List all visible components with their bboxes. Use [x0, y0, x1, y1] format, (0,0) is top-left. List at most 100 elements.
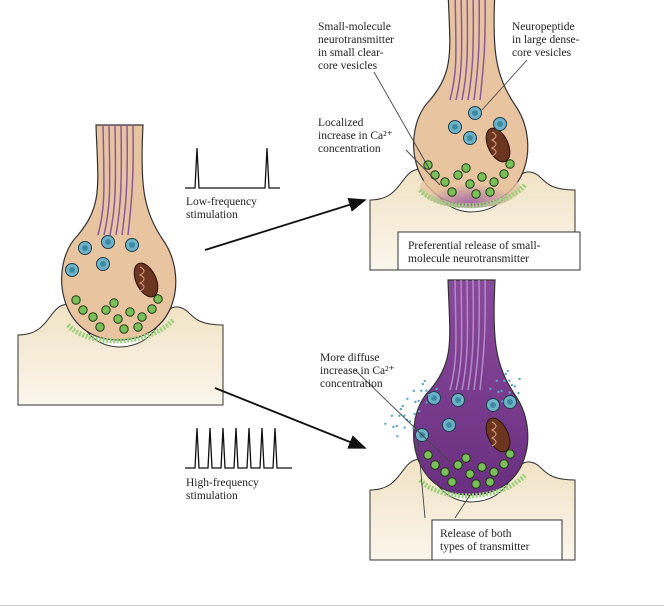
small-clear-core-vesicle	[447, 477, 457, 487]
small-clear-core-vesicle	[71, 295, 81, 305]
released-neuropeptide	[513, 385, 517, 388]
vesicle-core	[82, 245, 88, 251]
mitochondrion	[485, 127, 511, 163]
synaptic-cleft-transmitter	[418, 473, 527, 499]
small-molecule-label-line: neurotransmitter	[318, 34, 394, 46]
small-clear-core-vesicle	[485, 477, 495, 487]
released-neuropeptide	[406, 397, 409, 400]
release-label-box-top	[397, 231, 581, 271]
released-neuropeptide	[384, 422, 387, 425]
low-frequency-label-line: stimulation	[186, 209, 238, 221]
small-clear-core-vesicle	[477, 462, 487, 472]
small-clear-core-vesicle	[499, 169, 509, 179]
small-molecule-label-line: core vesicles	[318, 60, 378, 72]
neuropeptide-label-line: core vesicles	[512, 47, 572, 59]
microtubule	[127, 124, 134, 236]
low-frequency-label-line: Low-frequency	[186, 196, 257, 208]
neuropeptide-label-line: in large dense-	[512, 34, 580, 46]
small-clear-core-vesicle	[137, 312, 147, 322]
released-neuropeptide	[506, 369, 509, 373]
high-frequency-label-line: stimulation	[186, 490, 238, 502]
small-clear-core-vesicle	[453, 170, 463, 180]
presynaptic-terminal	[61, 124, 177, 341]
released-neuropeptide	[423, 379, 426, 383]
released-neuropeptide	[427, 393, 431, 397]
released-neuropeptide	[414, 400, 417, 404]
released-neuropeptide	[398, 414, 401, 417]
released-neuropeptide	[418, 410, 421, 413]
both-release-label-line: types of transmitter	[440, 541, 530, 553]
small-clear-core-vesicle	[453, 460, 463, 470]
small-clear-core-vesicle	[430, 460, 440, 470]
small-clear-core-vesicle	[461, 163, 471, 173]
mitochondrion-cristae	[138, 266, 145, 292]
localized-calcium-label-line: increase in Ca²⁺	[318, 130, 393, 142]
released-neuropeptide	[435, 387, 438, 391]
small-clear-core-vesicle	[147, 304, 157, 314]
small-molecule-label-line: in small clear-	[318, 47, 384, 59]
mitochondrion-cristae	[490, 131, 497, 157]
small-clear-core-vesicle	[465, 469, 475, 479]
localized-calcium-label-line: concentration	[318, 143, 381, 155]
diffuse-calcium-label-line: More diffuse	[320, 352, 380, 364]
released-neuropeptide	[421, 382, 424, 386]
released-neuropeptide	[504, 372, 507, 376]
vesicle-core	[497, 121, 503, 127]
released-neuropeptide	[508, 379, 511, 382]
microtubule	[115, 124, 123, 236]
small-clear-core-vesicle	[95, 322, 105, 332]
small-clear-core-vesicle	[113, 314, 123, 324]
small-clear-core-vesicle	[489, 177, 499, 187]
small-clear-core-vesicle	[471, 189, 481, 199]
released-neuropeptide	[401, 404, 404, 408]
released-neuropeptide	[395, 424, 398, 428]
small-clear-core-vesicle	[430, 170, 440, 180]
localized-calcium-label-line: Localized	[318, 117, 364, 129]
released-neuropeptide	[501, 400, 504, 403]
small-clear-core-vesicle	[109, 298, 119, 308]
small-clear-core-vesicle	[465, 179, 475, 189]
synaptic-cleft-transmitter	[66, 318, 175, 344]
high-frequency-label-line: High-frequency	[186, 477, 259, 489]
microtubule	[473, 0, 481, 101]
microtubule	[449, 0, 457, 101]
released-neuropeptide	[434, 401, 437, 405]
released-neuropeptide	[489, 387, 492, 390]
released-neuropeptide	[417, 399, 420, 403]
small-clear-core-vesicle	[119, 324, 129, 334]
leader-line	[405, 149, 441, 186]
small-clear-core-vesicle	[505, 159, 515, 169]
microtubule	[455, 279, 463, 391]
small-clear-core-vesicle	[447, 187, 457, 197]
small-clear-core-vesicle	[505, 449, 515, 459]
vesicle-core	[452, 124, 458, 130]
released-neuropeptide	[408, 420, 412, 423]
small-molecule-label-line: Small-molecule	[318, 21, 391, 33]
small-clear-core-vesicle	[78, 305, 88, 315]
leader-line	[354, 369, 451, 463]
released-neuropeptide	[399, 407, 402, 411]
preferential-release-label-line: molecule neurotransmitter	[408, 253, 529, 265]
high-frequency-spike-train	[185, 427, 292, 469]
microtubule	[461, 279, 469, 391]
small-clear-core-vesicle	[489, 467, 499, 477]
small-clear-core-vesicle	[133, 322, 143, 332]
small-clear-core-vesicle	[485, 187, 495, 197]
microtubule	[479, 0, 486, 101]
released-neuropeptide	[392, 425, 395, 429]
postsynaptic-cell	[17, 304, 224, 406]
released-neuropeptide	[508, 391, 511, 394]
vesicle-core	[129, 242, 135, 248]
released-neuropeptide	[390, 414, 394, 417]
mitochondrion	[485, 417, 511, 453]
released-neuropeptide	[518, 377, 521, 381]
released-neuropeptide	[503, 379, 506, 382]
microtubule	[103, 124, 111, 236]
microtubule	[467, 0, 475, 101]
small-clear-core-vesicle	[499, 459, 509, 469]
